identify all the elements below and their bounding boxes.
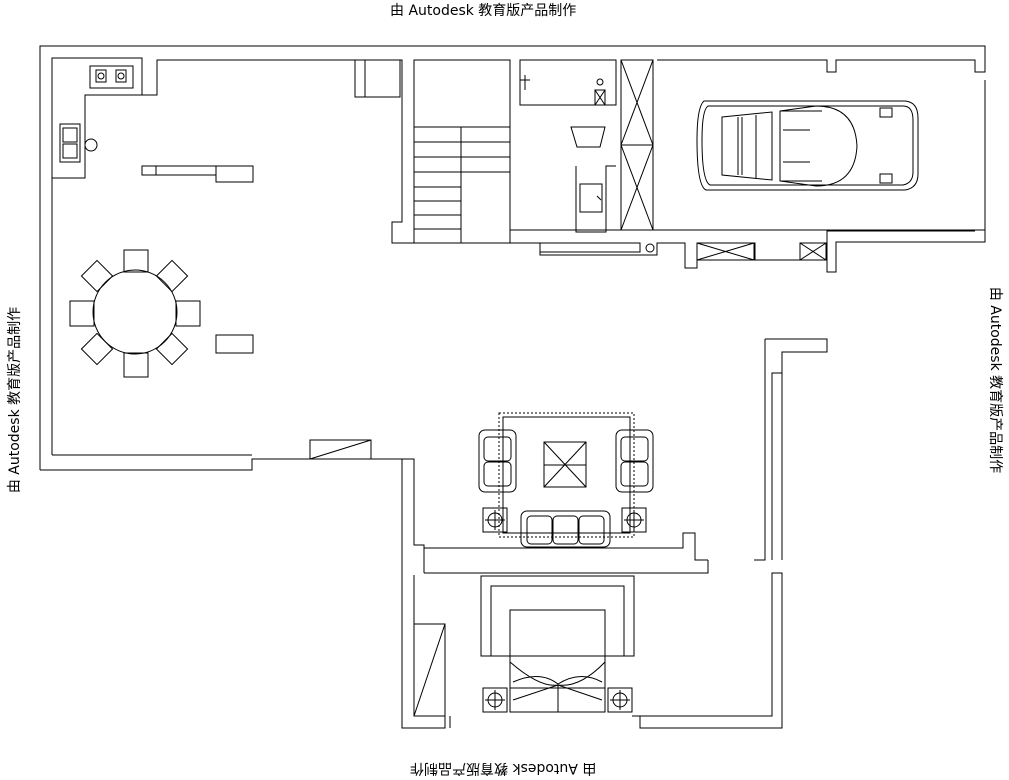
side-table-right — [622, 508, 646, 532]
outer-walls — [40, 46, 985, 728]
fridge — [355, 60, 400, 97]
sliding-door — [310, 440, 371, 459]
staircase — [392, 60, 510, 243]
round-table — [93, 270, 177, 354]
chair — [81, 333, 112, 364]
watermark-top: 由 Autodesk 教育版产品制作 — [390, 3, 577, 19]
chair — [156, 333, 187, 364]
bathroom — [510, 60, 827, 268]
rug — [499, 413, 634, 537]
basin-icon — [580, 184, 602, 212]
chair — [81, 260, 112, 291]
chair — [124, 353, 148, 377]
armchair-left — [479, 430, 516, 492]
kitchen — [52, 58, 402, 182]
sofa — [521, 511, 610, 547]
chair — [124, 250, 148, 272]
island-counter — [156, 166, 216, 175]
living-room — [310, 413, 653, 547]
bedroom — [414, 576, 634, 716]
chair — [70, 301, 94, 326]
garage — [510, 60, 985, 260]
chair — [176, 301, 200, 326]
faucet-icon — [85, 139, 97, 151]
car-icon — [697, 101, 918, 190]
toilet-icon — [571, 127, 605, 147]
side-table-left — [483, 508, 507, 532]
armchair-right — [616, 430, 653, 492]
sideboard — [216, 335, 253, 353]
chair — [156, 260, 187, 291]
nightstand-left — [483, 688, 507, 712]
dining-table — [70, 250, 253, 377]
sink-icon — [60, 124, 80, 162]
stove-icon — [90, 66, 133, 88]
nightstand-right — [608, 688, 632, 712]
